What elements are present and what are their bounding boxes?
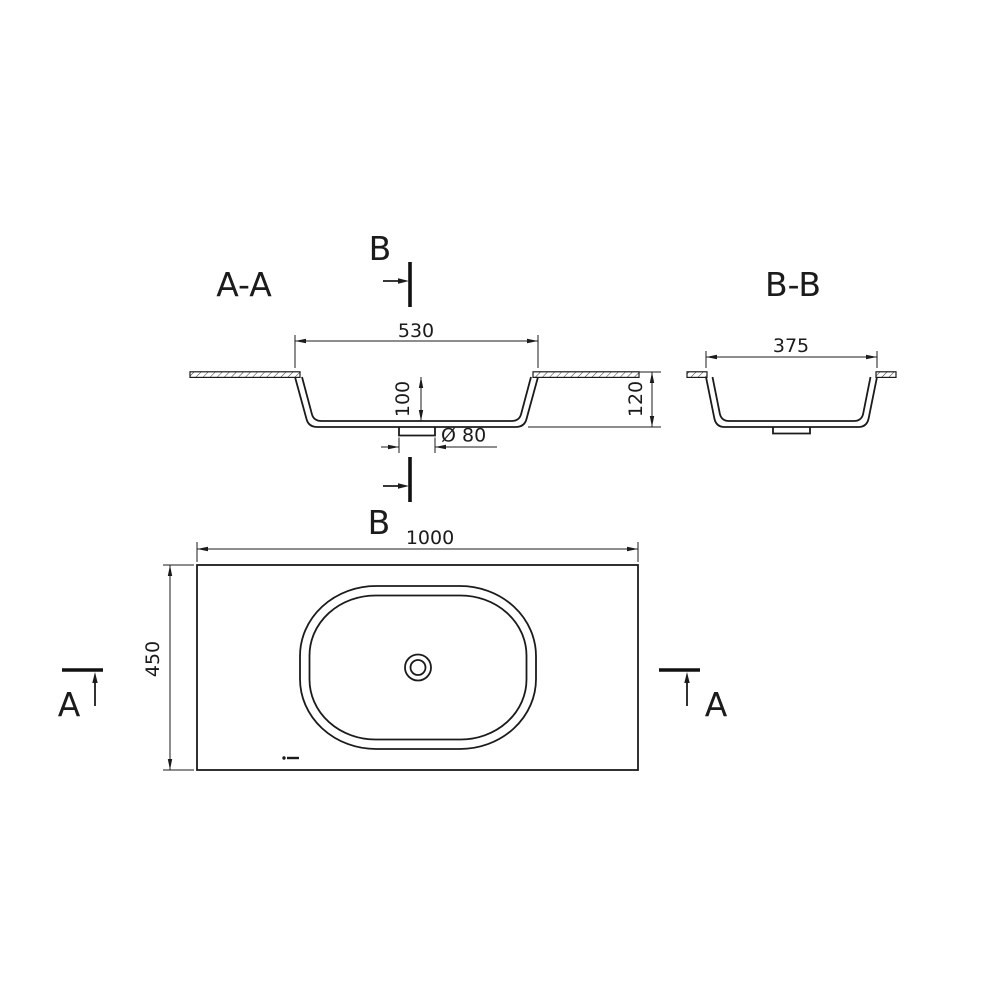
dimension-530: 530 (294, 320, 539, 368)
dimension-drain-80: Ø 80 (381, 425, 497, 453)
dimension-450: 450 (142, 564, 194, 771)
basin-outline-inner (301, 376, 532, 422)
plan-view: 1000 450 A A (58, 527, 728, 771)
dim-1000-text: 1000 (406, 527, 454, 549)
section-aa-view: A-A 530 100 (189, 229, 661, 542)
cut-b-top-label: B (369, 229, 392, 268)
countertop-hatch-left (189, 371, 301, 378)
cut-a-left-label: A (58, 685, 81, 724)
countertop-hatch-right (532, 371, 640, 378)
dim-100-text: 100 (392, 381, 414, 417)
countertop-hatch-left-bb (686, 371, 708, 378)
drain-stub (398, 427, 436, 437)
basin-plan-outline-inner (308, 594, 528, 741)
cut-mark-a-left: A (58, 668, 103, 724)
cut-mark-b-bottom: B (368, 457, 412, 542)
plan-detail-mark (282, 756, 299, 760)
drain-circle-outer (404, 653, 432, 682)
basin-bb-outline-inner (711, 376, 872, 422)
dimension-1000: 1000 (196, 527, 639, 562)
cut-b-bottom-arrow-icon (398, 483, 409, 489)
cut-b-top-arrow-icon (398, 278, 409, 284)
dim-80-text: Ø 80 (441, 425, 486, 447)
cut-mark-a-right: A (659, 668, 728, 724)
section-bb-label: B-B (765, 265, 821, 304)
cut-a-left-arrow-icon (92, 672, 98, 683)
drain-stub-bb (772, 427, 811, 435)
dim-530-text: 530 (398, 320, 434, 342)
countertop-hatch-right-bb (875, 371, 897, 378)
cut-a-right-label: A (705, 685, 728, 724)
countertop-plan-outline (196, 564, 639, 771)
dimension-100: 100 (392, 377, 424, 421)
basin-plan-outline-outer (299, 585, 537, 750)
dimension-375: 375 (705, 335, 878, 368)
cut-b-bottom-label: B (368, 503, 391, 542)
dim-375-text: 375 (773, 335, 809, 357)
dim-450-text: 450 (142, 641, 164, 677)
basin-outline-outer (294, 376, 539, 428)
section-bb-view: B-B 375 (686, 265, 897, 435)
cut-a-right-arrow-icon (684, 672, 690, 683)
dim-120-text: 120 (625, 381, 647, 417)
basin-bb-outline-outer (705, 376, 878, 428)
section-aa-label: A-A (216, 265, 272, 304)
drain-circle-inner (409, 659, 427, 676)
dimension-120: 120 (528, 371, 661, 428)
cut-mark-b-top: B (369, 229, 412, 307)
